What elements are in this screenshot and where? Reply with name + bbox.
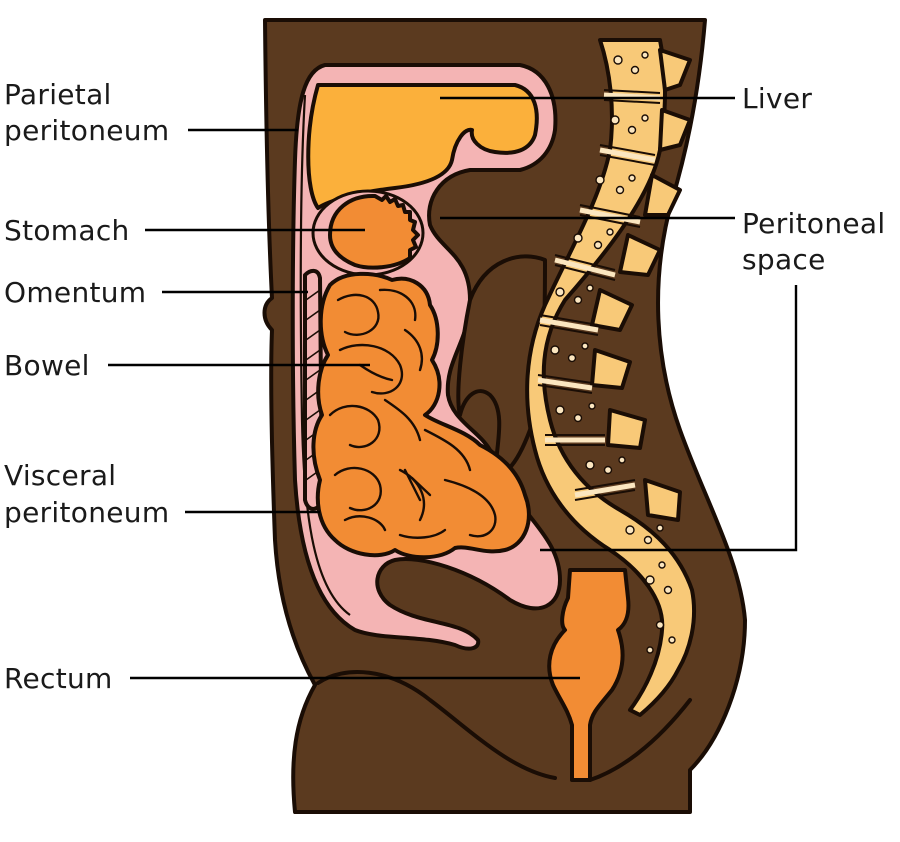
label-parietal-peritoneum-line1: Parietal [4, 78, 112, 111]
label-peritoneal-space-line1: Peritoneal [742, 207, 885, 240]
label-visceral-peritoneum-line1: Visceral [4, 459, 116, 492]
parietal-peritoneum-line [299, 94, 351, 616]
intervertebral-discs [537, 92, 661, 498]
rectum [547, 568, 631, 782]
label-liver: Liver [742, 82, 812, 115]
label-rectum: Rectum [4, 662, 113, 695]
spine-column [525, 38, 696, 717]
spinous-processes [590, 48, 692, 522]
label-parietal-peritoneum-line2: peritoneum [4, 114, 169, 147]
leg-contour [588, 698, 692, 782]
label-omentum: Omentum [4, 276, 146, 309]
leader-peritoneal-lower [540, 285, 798, 552]
buttock-contour [316, 670, 557, 780]
labels: Parietal peritoneum Stomach Omentum Bowe… [4, 78, 885, 695]
label-stomach: Stomach [4, 214, 130, 247]
spine [525, 38, 696, 717]
label-peritoneal-space-line2: space [742, 243, 826, 276]
liver [306, 83, 539, 210]
bowel-coils [328, 288, 497, 539]
label-bowel: Bowel [4, 349, 90, 382]
stomach [328, 193, 420, 270]
disc-outlines [537, 89, 661, 501]
label-visceral-peritoneum-line2: peritoneum [4, 496, 169, 529]
leader-lines [108, 96, 798, 680]
bone-texture [550, 51, 676, 654]
